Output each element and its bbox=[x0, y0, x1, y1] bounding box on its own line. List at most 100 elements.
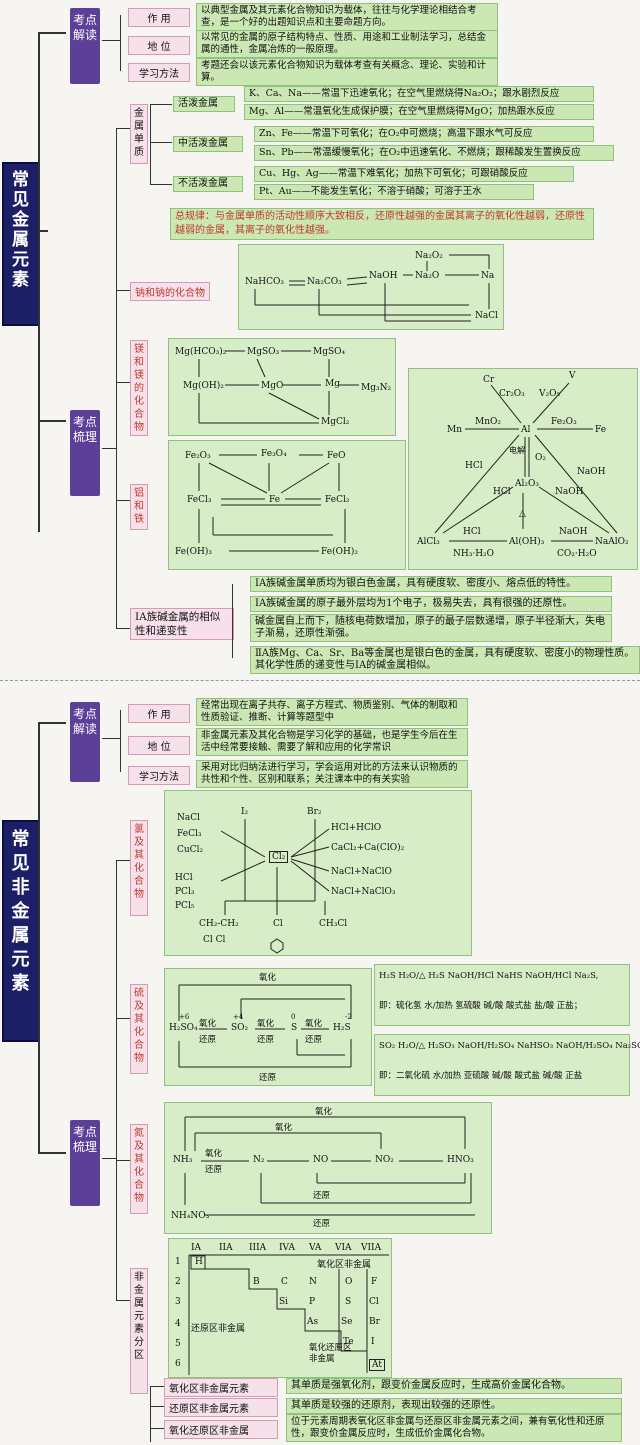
mg-mg3n2: Mg₃N₂ bbox=[361, 383, 392, 393]
group-label-1: 活泼金属 bbox=[173, 96, 235, 112]
fe-label: 铝和铁 bbox=[130, 484, 148, 530]
zong-guilv: 总规律：与金属单质的活动性顺序大致相反，还原性越强的金属其离子的氧化性越弱，还原… bbox=[170, 208, 594, 240]
cl-clcl: Cl Cl bbox=[203, 935, 226, 945]
metal-kaodian-jiedu: 考点解读 bbox=[70, 8, 100, 84]
fe-diagram: Fe₂O₃ Fe₃O₄ FeO FeCl₃ Fe FeCl₂ Fe(OH)₃ F… bbox=[168, 440, 406, 570]
s-label: 硫及其化合物 bbox=[130, 984, 148, 1074]
cl-hcl: HCl bbox=[175, 873, 193, 883]
s-yanghua-2: 氧化 bbox=[257, 1019, 275, 1029]
n-diagram: NH₃ N₂ NO NO₂ HNO₃ NH₄NO₃ 氧化 氧化 氧化 还原 还原… bbox=[164, 1102, 492, 1234]
s-right-row-4: 即：二氧化硫 水/加热 亚硫酸 碱/酸 酸式盐 碱/酸 正盐 bbox=[379, 1071, 583, 1081]
fe-arrows bbox=[198, 454, 346, 552]
al-naoh1: NaOH bbox=[577, 467, 606, 477]
pt-te: Te bbox=[343, 1337, 354, 1347]
pt-se: Se bbox=[341, 1317, 353, 1327]
pt-h-va: VA bbox=[309, 1243, 322, 1253]
cl-hcl-hclo: HCl+HClO bbox=[331, 823, 382, 833]
s-so2: SO₂ bbox=[231, 1023, 249, 1033]
metal-jiedu-label-1: 作 用 bbox=[128, 8, 190, 27]
pt-h-ia: IA bbox=[191, 1243, 202, 1253]
pt-huanyuan-zone: 还原区非金属 bbox=[191, 1324, 246, 1334]
n-no2: NO₂ bbox=[375, 1155, 394, 1165]
cl-nacl-naclo3: NaCl+NaClO₃ bbox=[331, 887, 396, 897]
pt-i: I bbox=[371, 1337, 375, 1347]
pt-row-1: 1 bbox=[175, 1257, 181, 1267]
cl-nacl: NaCl bbox=[177, 813, 201, 823]
al-cr2o3: Cr₂O₃ bbox=[499, 389, 525, 399]
zone-label-2: 还原区非金属元素 bbox=[164, 1398, 278, 1417]
s-huanyuan-1: 还原 bbox=[199, 1035, 217, 1045]
mg-mgoh: Mg(OH)₂ bbox=[183, 381, 224, 391]
zone-label-1: 氧化区非金属元素 bbox=[164, 1378, 278, 1397]
al-naoh3: NaOH bbox=[559, 527, 588, 537]
al-diagram: Cr Cr₂O₃ V₂O₅ V Mn MnO₂ Al Fe₂O₃ Fe 电解 O… bbox=[408, 368, 638, 570]
s-huanyuan-4: 还原 bbox=[259, 1073, 277, 1083]
cl-cl: Cl bbox=[273, 919, 283, 929]
s-yanghua-1: 氧化 bbox=[199, 1019, 217, 1029]
mg-mghco3: Mg(HCO₃)₂ bbox=[175, 347, 227, 357]
al-mno2: MnO₂ bbox=[475, 417, 501, 427]
pt-h-viia: VIIA bbox=[361, 1243, 382, 1253]
nonmetal-kaodian-shuli: 考点梳理 bbox=[70, 1120, 100, 1206]
cl-arrows bbox=[220, 819, 330, 954]
pt-row-2: 2 bbox=[175, 1277, 181, 1287]
n-huanyuan: 还原 bbox=[205, 1165, 223, 1175]
pt-c: C bbox=[281, 1277, 288, 1287]
fe-fe2o3: Fe₂O₃ bbox=[185, 451, 211, 461]
group-1-row-1: K、Ca、Na——常温下迅速氧化；在空气里燃烧得Na₂O₂；跟水剧烈反应 bbox=[244, 86, 594, 102]
al-aloh3: Al(OH)₃ bbox=[509, 537, 545, 547]
s-right-box-2: SO₂ H₂O/△ H₂SO₃ NaOH/H₂SO₄ NaHSO₃ NaOH/H… bbox=[374, 1034, 640, 1096]
al-o2: O₂ bbox=[535, 453, 546, 463]
pt-h: H bbox=[195, 1257, 203, 1267]
metal-kaodian-shuli: 考点梳理 bbox=[70, 410, 100, 496]
s-huanyuan-3: 还原 bbox=[305, 1035, 323, 1045]
metal-jiedu-label-3: 学习方法 bbox=[128, 63, 190, 82]
nonmetal-jiedu-text-1: 经常出现在离子共存、离子方程式、物质鉴别、气体的制取和性质验证、推断、计算等题型… bbox=[196, 698, 468, 726]
n-yanghua-top: 氧化 bbox=[315, 1107, 333, 1117]
section-divider bbox=[0, 680, 640, 683]
fe-fe3o4: Fe₃O₄ bbox=[261, 449, 287, 459]
fe-feoh3: Fe(OH)₃ bbox=[175, 547, 212, 557]
cl-br2: Br₂ bbox=[307, 807, 322, 817]
n-label: 氮及其化合物 bbox=[130, 1124, 148, 1214]
s-yanghua-3: 氧化 bbox=[305, 1019, 323, 1029]
s-ox-h2s: -2 bbox=[345, 1013, 352, 1021]
s-right-row-3: SO₂ H₂O/△ H₂SO₃ NaOH/H₂SO₄ NaHSO₃ NaOH/H… bbox=[379, 1041, 640, 1051]
s-h2s: H₂S bbox=[333, 1023, 351, 1033]
pt-n: N bbox=[309, 1277, 317, 1287]
s-ox-so2: +4 bbox=[233, 1013, 244, 1021]
n-nh4no3: NH₄NO₃ bbox=[171, 1211, 210, 1221]
ia-row-2: ⅠA族碱金属的原子最外层均为1个电子，极易失去，具有很强的还原性。 bbox=[250, 596, 612, 612]
s-s: S bbox=[291, 1023, 298, 1033]
n-yanghua-mid: 氧化 bbox=[275, 1123, 293, 1133]
al-hcl2: HCl bbox=[493, 487, 511, 497]
fe-fecl3: FeCl₃ bbox=[187, 495, 212, 505]
s-right-row-2: 即：硫化氢 水/加热 氢硫酸 碱/酸 酸式盐 盐/酸 正盐； bbox=[379, 1001, 583, 1011]
cl-cacl2: CaCl₂+Ca(ClO)₂ bbox=[331, 843, 405, 853]
group-3-row-2: Pt、Au——不能发生氧化；不溶于硝酸；可溶于王水 bbox=[254, 184, 534, 200]
mg-mgo: MgO bbox=[261, 381, 284, 391]
cl-cucl2: CuCl₂ bbox=[177, 845, 204, 855]
s-huanyuan-2: 还原 bbox=[257, 1035, 275, 1045]
n-no: NO bbox=[313, 1155, 329, 1165]
metal-jiedu-text-3: 考题还会以该元素化合物知识为载体考查有关概念、理论、实验和计算。 bbox=[196, 58, 498, 86]
fe-fe: Fe bbox=[269, 495, 281, 505]
pt-f: F bbox=[371, 1277, 378, 1287]
mg-mgso4: MgSO₄ bbox=[313, 347, 346, 357]
mg-mgcl2: MgCl₂ bbox=[321, 417, 350, 427]
s-right-row-1: H₂S H₂O/△ H₂S NaOH/HCl NaHS NaOH/HCl Na₂… bbox=[379, 971, 599, 981]
nonmetal-jiedu-label-2: 地 位 bbox=[128, 736, 190, 755]
cl-fecl3: FeCl₃ bbox=[177, 829, 202, 839]
ia-row-1: ⅠA族碱金属单质均为银白色金属，具有硬度软、密度小、熔点低的特性。 bbox=[250, 576, 612, 592]
pt-p: P bbox=[309, 1297, 316, 1307]
nonmetal-title: 常见非金属元素 bbox=[2, 820, 40, 1042]
na-label: 钠和钠的化合物 bbox=[130, 282, 210, 301]
pt-diagram: IA IIA IIIA IVA VA VIA VIIA 1 2 3 4 5 6 … bbox=[168, 1238, 392, 1378]
fe-feoh2: Fe(OH)₂ bbox=[321, 547, 358, 557]
mg-arrows bbox=[198, 350, 359, 424]
zone-label-3: 氧化还原区非金属 bbox=[164, 1420, 278, 1439]
pt-at: At bbox=[369, 1359, 385, 1371]
cl-pcl3: PCl₃ bbox=[175, 887, 195, 897]
zone-text-2: 其单质是较强的还原剂，表现出较强的还原性。 bbox=[286, 1398, 622, 1414]
al-delta: △ bbox=[519, 509, 526, 519]
